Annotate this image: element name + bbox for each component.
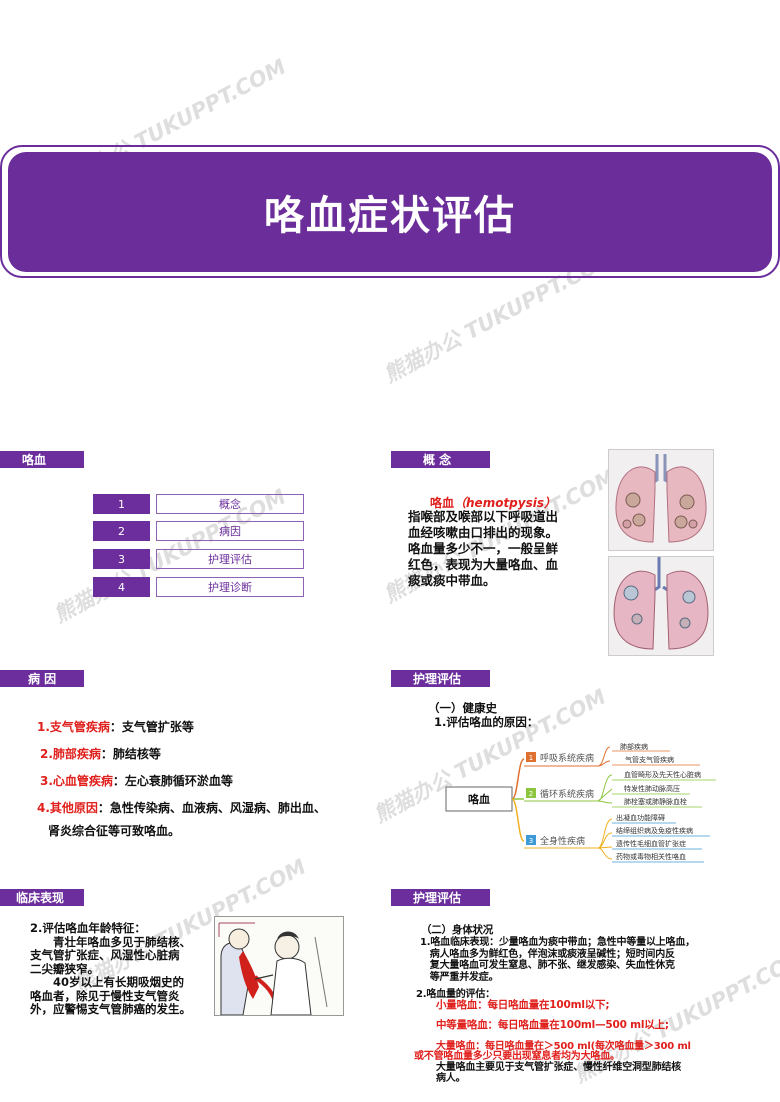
lung-illustration <box>608 449 714 551</box>
concept-term: 咯血（hemotpysis） <box>430 494 556 511</box>
term-cn: 咯血 <box>430 496 455 510</box>
outline-label: 病因 <box>156 521 304 541</box>
cause-continuation: 肾炎综合征等可致咯血。 <box>48 824 181 838</box>
leaf-label: 气管支气管疾病 <box>625 755 674 764</box>
medium-key: 中等量咯血： <box>436 1019 498 1031</box>
lung-illustration <box>608 556 714 656</box>
term-en: （hemotpysis） <box>454 496 556 510</box>
body-status-heading: （二）身体状况 <box>421 924 494 936</box>
slide3-tab: 病 因 <box>0 670 84 687</box>
text-line: 1.咯血临床表现：少量咯血为痰中带血；急性中等量以上咯血， <box>420 937 695 948</box>
history-heading: （一）健康史 <box>428 701 497 715</box>
cause-key: 4.其他原因 <box>37 801 98 815</box>
cause-item: 3.心血管疾病：左心衰肺循环淤血等 <box>40 772 233 789</box>
text-line: 病人咯血多为鲜红色，伴泡沫或痰液呈碱性；短时间内反 <box>420 948 675 960</box>
text-line: 二尖瓣狭窄。 <box>30 961 99 976</box>
medium-text: 每日咯血量在100ml—500 ml以上; <box>497 1019 669 1031</box>
leaf-label: 肺部疾病 <box>620 742 648 751</box>
mindmap-branch: 2 循环系统疾病 血管畸形及先天性心脏病 特发性肺动脉高压 肺栓塞或肺静脉血栓 <box>524 770 716 808</box>
text-line: 青壮年咯血多见于肺结核、 <box>30 934 191 949</box>
slide4-tab: 护理评估 <box>391 670 490 687</box>
outline-label: 护理诊断 <box>156 577 304 597</box>
outline-label: 护理评估 <box>156 549 304 569</box>
text-line: 外，应警惕支气管肺癌的发生。 <box>30 1002 191 1016</box>
outline-item[interactable]: 4 护理诊断 <box>93 577 304 597</box>
concept-body: 指喉部及喉部以下呼吸道出血经咳嗽由口排出的现象。咯血量多少不一，一般呈鲜红色，表… <box>408 509 559 588</box>
slide5-tab: 临床表现 <box>0 889 84 906</box>
branch-number: 1 <box>529 754 533 762</box>
age-feature-text: 2.评估咯血年龄特征： 青壮年咯血多见于肺结核、 支气管扩张症、风湿性心脏病 二… <box>30 921 191 1017</box>
leaf-label: 出凝血功能障碍 <box>616 813 665 822</box>
outline-number: 3 <box>93 549 150 569</box>
cause-text: ：急性传染病、血液病、风湿病、肺出血、 <box>97 801 326 815</box>
large-volume-note: 大量咯血主要见于支气管扩张症、慢性纤维空洞型肺结核 <box>436 1062 681 1073</box>
slide6-tab: 护理评估 <box>391 889 490 906</box>
text-line: 等严重并发症。 <box>420 971 499 983</box>
text-line: 2.评估咯血年龄特征： <box>30 921 146 935</box>
title-banner: 咯血症状评估 <box>8 152 772 272</box>
leaf-label: 遗传性毛细血管扩张症 <box>616 839 686 848</box>
clinical-presentation: 1.咯血临床表现：少量咯血为痰中带血；急性中等量以上咯血， 病人咯血多为鲜红色，… <box>420 937 695 983</box>
text-line: 咯血者，除见于慢性支气管炎 <box>30 988 180 1003</box>
outline-label: 概念 <box>156 494 304 514</box>
outline-item[interactable]: 2 病因 <box>93 521 304 541</box>
branch-label: 全身性疾病 <box>540 835 585 847</box>
cause-text: ：支气管扩张等 <box>109 720 194 734</box>
branch-label: 呼吸系统疾病 <box>540 752 594 764</box>
large-text: 每日咯血量在＞500 ml(每次咯血量＞300 ml <box>485 1041 691 1052</box>
cause-item: 4.其他原因：急性传染病、血液病、风湿病、肺出血、 <box>37 799 326 816</box>
slide2-tab: 概 念 <box>391 451 490 468</box>
cause-item: 2.肺部疾病：肺结核等 <box>40 745 161 762</box>
leaf-label: 药物或毒物相关性咯血 <box>616 852 686 861</box>
outline-number: 2 <box>93 521 150 541</box>
leaf-label: 特发性肺动脉高压 <box>624 784 680 793</box>
large-volume-cont: 或不管咯血量多少只要出现窒息者均为大咯血。 <box>414 1051 620 1062</box>
cause-mindmap: 咯血 1 呼吸系统疾病 肺部疾病 气管支气管疾病 2 循环系统疾病 血管畸形及先… <box>445 742 716 863</box>
cause-key: 3.心血管疾病 <box>40 774 113 788</box>
leaf-label: 肺栓塞或肺静脉血栓 <box>624 797 687 806</box>
cause-text: ：左心衰肺循环淤血等 <box>112 774 233 788</box>
slide1-tab: 咯血 <box>0 451 84 468</box>
outline-item[interactable]: 1 概念 <box>93 494 304 514</box>
branch-number: 2 <box>529 790 533 798</box>
cause-key: 1.支气管疾病 <box>37 720 110 734</box>
large-key: 大量咯血： <box>436 1041 485 1052</box>
nurse-illustration <box>214 916 344 1016</box>
leaf-label: 血管畸形及先天性心脏病 <box>624 770 701 779</box>
text-line: 支气管扩张症、风湿性心脏病 <box>30 948 180 962</box>
outline-item[interactable]: 3 护理评估 <box>93 549 304 569</box>
medium-volume: 中等量咯血：每日咯血量在100ml—500 ml以上; <box>436 1019 669 1032</box>
cause-text: ：肺结核等 <box>100 747 161 761</box>
branch-number: 3 <box>529 837 533 845</box>
mindmap-root-label: 咯血 <box>468 792 490 806</box>
title-banner-border <box>0 145 780 278</box>
branch-label: 循环系统疾病 <box>540 788 594 800</box>
volume-heading: 2.咯血量的评估： <box>416 989 495 1000</box>
leaf-label: 结缔组织病及免疫性疾病 <box>616 826 693 835</box>
mindmap-root: 咯血 <box>445 786 513 812</box>
outline-number: 1 <box>93 494 150 514</box>
cause-key: 2.肺部疾病 <box>40 747 101 761</box>
large-volume-note: 病人。 <box>436 1073 466 1084</box>
history-subheading: 1.评估咯血的原因： <box>434 715 539 729</box>
text-line: 复大量咯血可发生窒息、肺不张、继发感染、失血性休克 <box>420 960 675 971</box>
page-title: 咯血症状评估 <box>264 193 516 239</box>
cause-item: 1.支气管疾病：支气管扩张等 <box>37 718 194 735</box>
text-line: 40岁以上有长期吸烟史的 <box>30 975 185 989</box>
outline-number: 4 <box>93 577 150 597</box>
mindmap-branch: 1 呼吸系统疾病 肺部疾病 气管支气管疾病 <box>524 742 700 767</box>
mindmap-branch: 3 全身性疾病 出凝血功能障碍 结缔组织病及免疫性疾病 遗传性毛细血管扩张症 药… <box>524 813 710 863</box>
large-volume: 大量咯血：每日咯血量在＞500 ml(每次咯血量＞300 ml <box>436 1041 691 1053</box>
small-volume: 小量咯血：每日咯血量在100ml以下; <box>436 999 610 1011</box>
